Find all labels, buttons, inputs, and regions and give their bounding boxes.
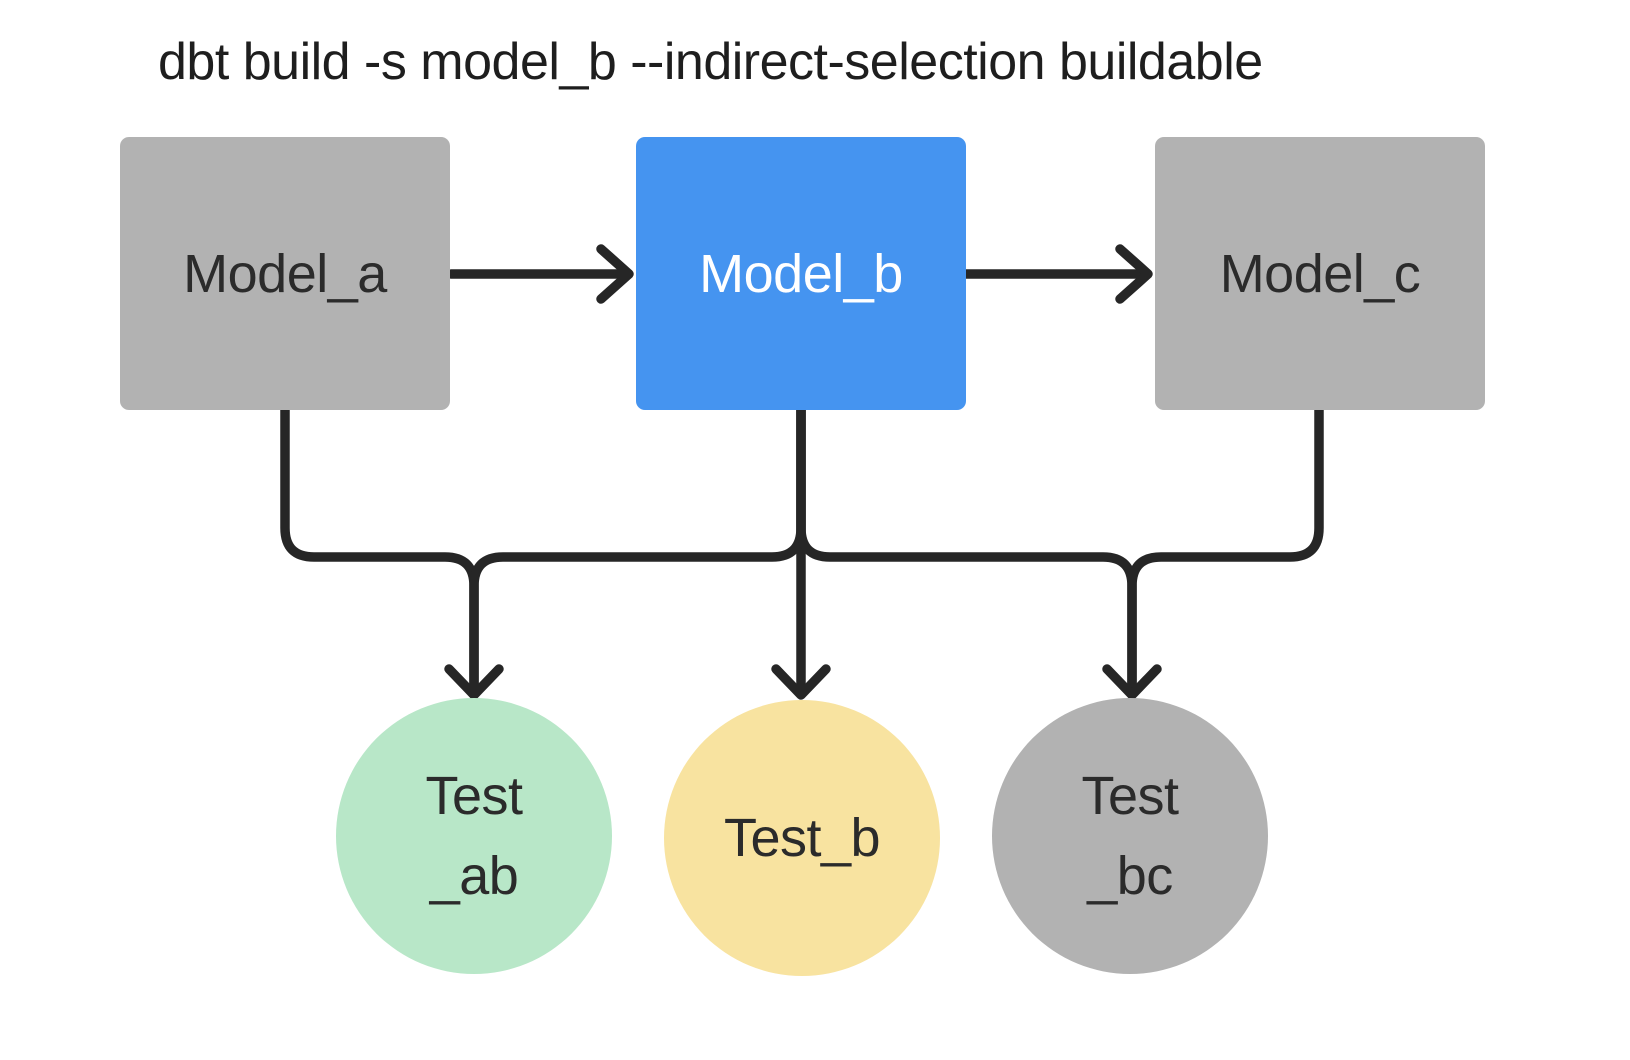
node-test-ab: Test _ab (336, 698, 612, 974)
arrowhead-down-icon (771, 664, 831, 700)
node-model-b: Model_b (636, 137, 966, 410)
arrowhead-down-icon (1102, 664, 1162, 700)
node-test-b: Test_b (664, 700, 940, 976)
node-model-b-label: Model_b (699, 243, 903, 304)
arrowhead-right-icon (596, 244, 634, 304)
edge-model-b-to-test-ab (469, 405, 806, 695)
diagram-title: dbt build -s model_b --indirect-selectio… (158, 33, 1263, 91)
node-model-a: Model_a (120, 137, 450, 410)
node-model-c: Model_c (1155, 137, 1485, 410)
node-test-ab-label-line1: Test (425, 766, 523, 826)
edge-group (280, 244, 1324, 700)
node-test-ab-label-line2: _ab (429, 846, 519, 906)
node-test-bc: Test _bc (992, 698, 1268, 974)
edge-model-a-to-test-ab (280, 405, 479, 695)
arrowhead-right-icon (1115, 244, 1153, 304)
node-test-bc-label-line1: Test (1081, 766, 1179, 826)
node-model-a-label: Model_a (183, 243, 387, 304)
edge-model-c-to-test-bc (1127, 405, 1324, 695)
node-model-c-label: Model_c (1219, 243, 1421, 304)
arrowhead-down-icon (444, 664, 504, 700)
node-test-b-label: Test_b (723, 808, 881, 868)
edge-model-b-to-test-bc (796, 405, 1137, 695)
node-test-bc-label-line2: _bc (1087, 846, 1173, 906)
